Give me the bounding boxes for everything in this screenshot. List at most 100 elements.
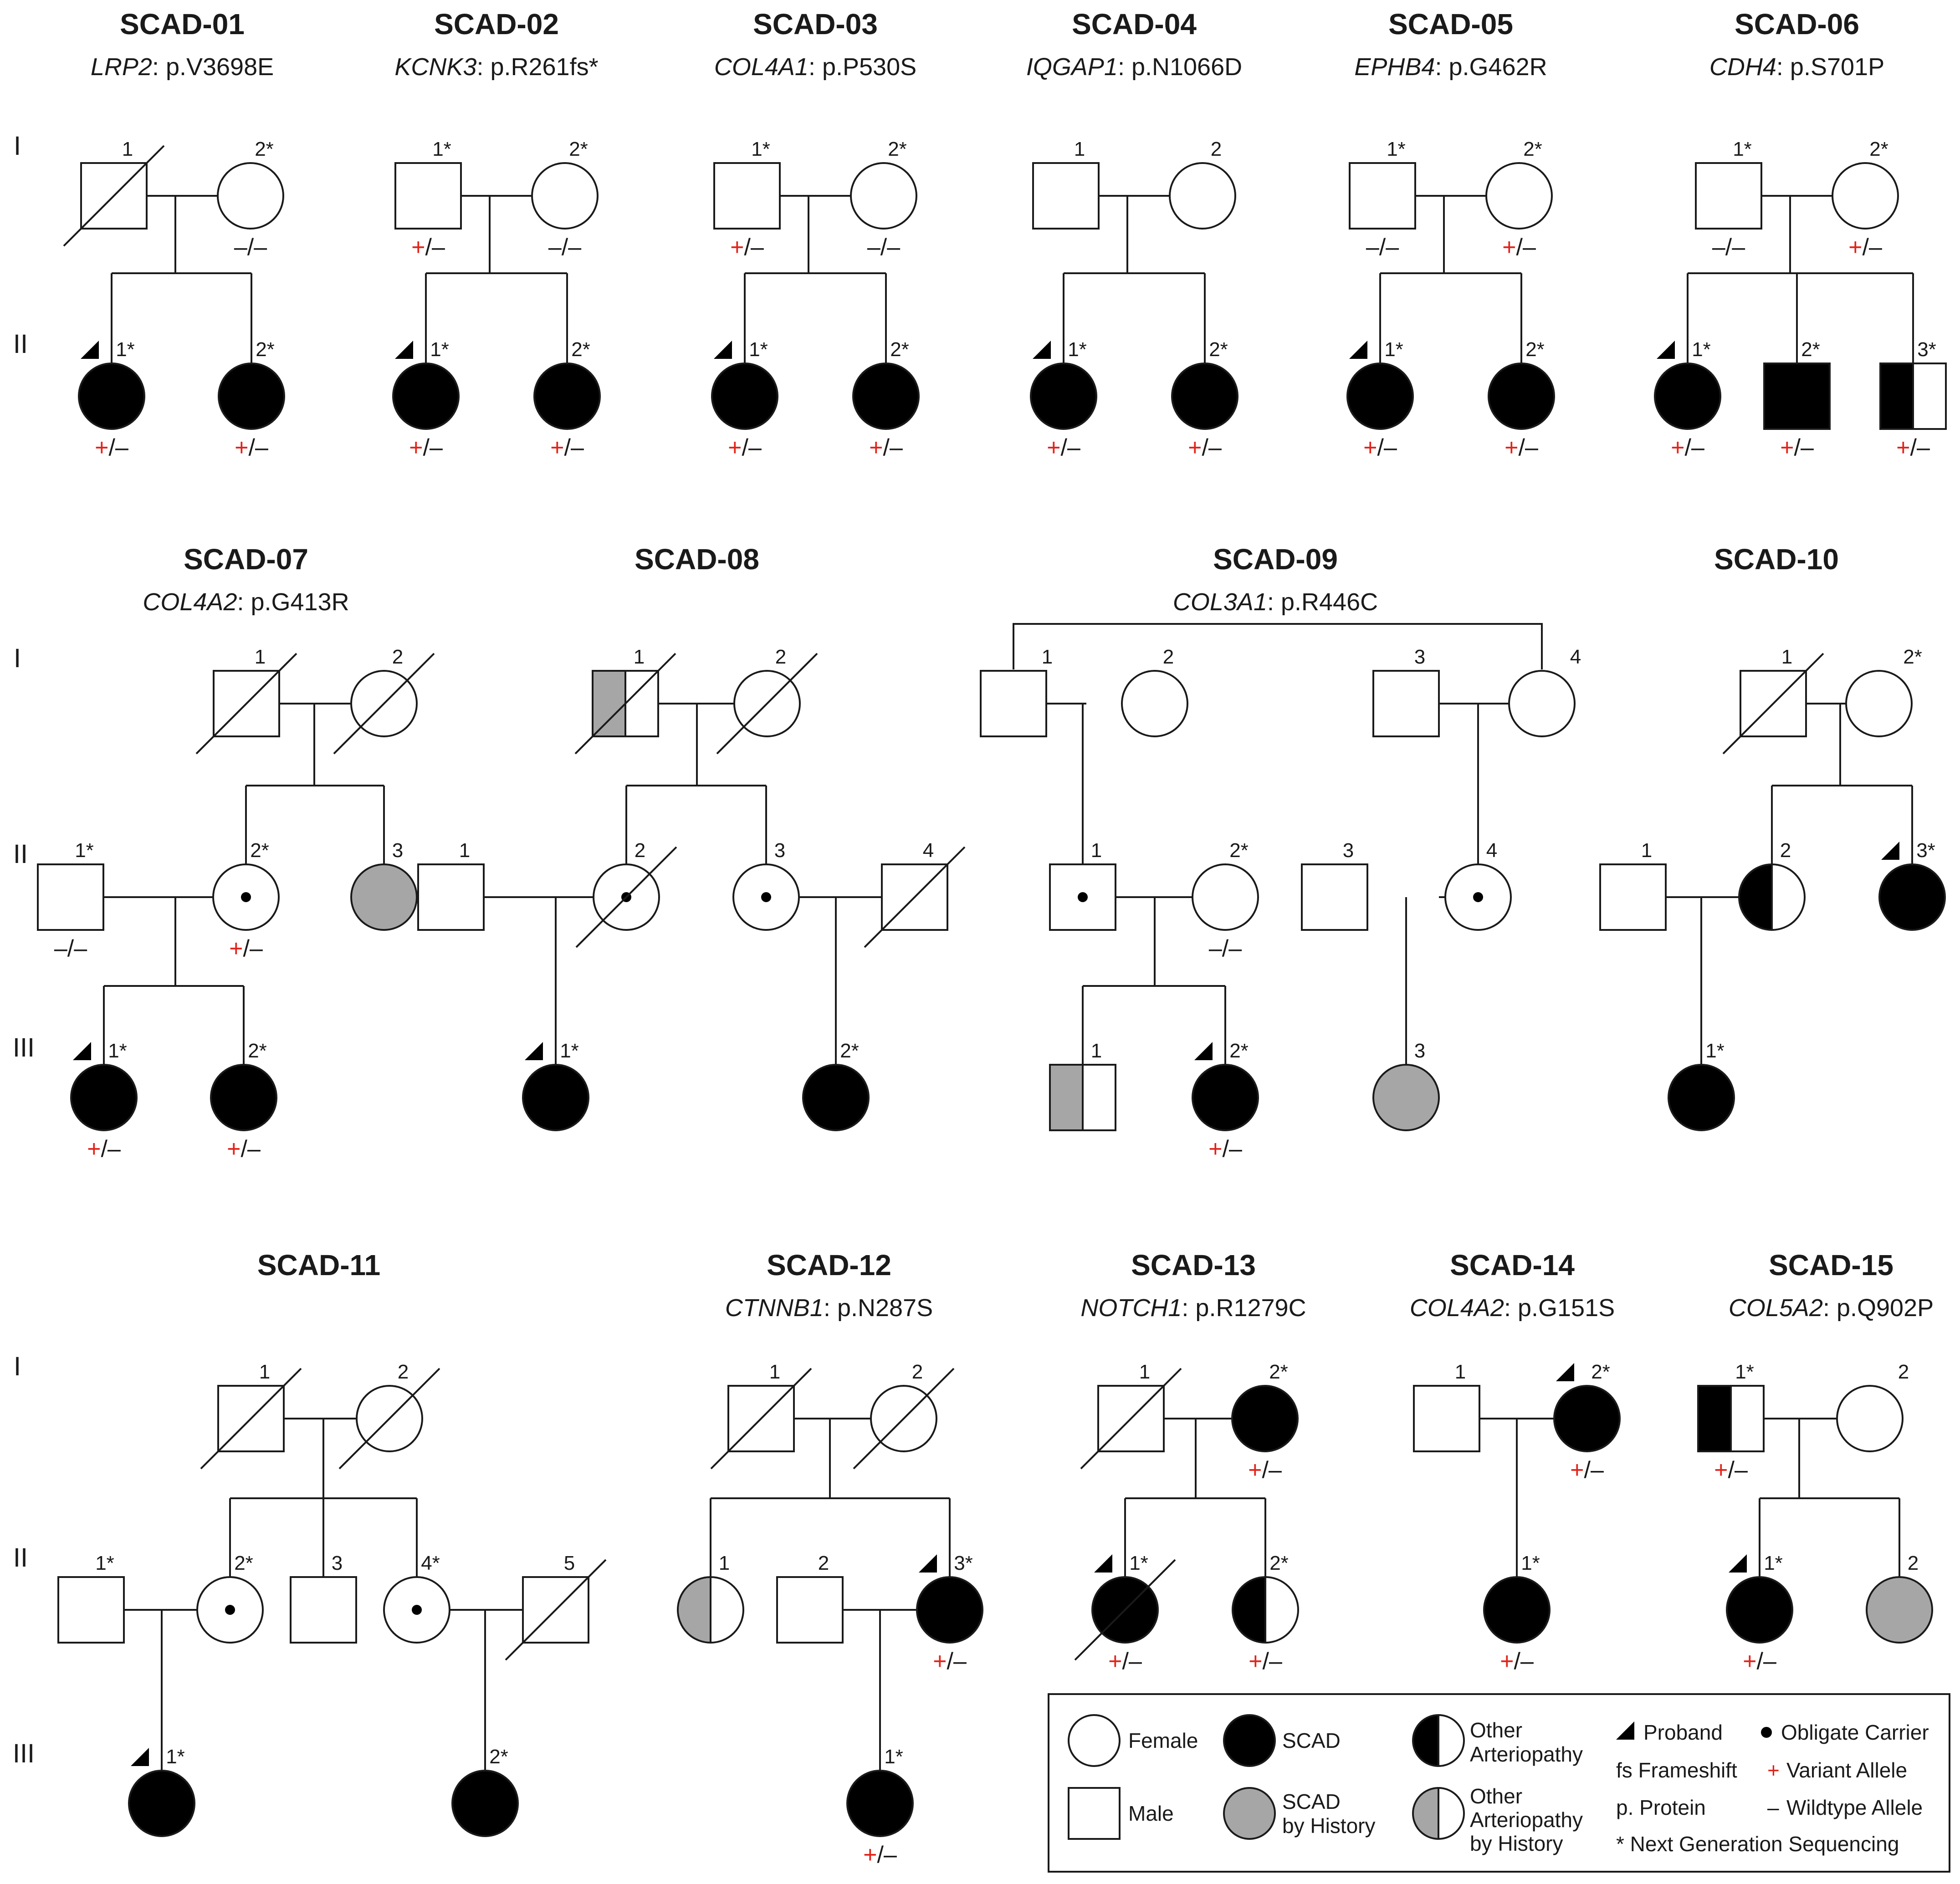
individual-M-1: [1599, 863, 1667, 931]
variant-label: CTNNB1: p.N287S: [725, 1294, 933, 1322]
deceased-slash: [710, 1368, 812, 1470]
legend-variant-allele: Variant Allele: [1786, 1758, 1907, 1782]
individual-number: 2*: [840, 1040, 859, 1062]
genotype-label: +/–: [1502, 234, 1536, 260]
individual-F-1*: [1074, 1554, 1176, 1661]
variant-label: COL3A1: p.R446C: [1173, 588, 1378, 616]
legend-scad: SCAD: [1282, 1729, 1341, 1752]
obligate-carrier-dot: [761, 892, 771, 902]
proband-legend-icon: [1616, 1721, 1634, 1740]
deceased-slash: [1074, 1559, 1176, 1661]
individual-M-1*: [1695, 162, 1762, 230]
variant-label: CDH4: p.S701P: [1709, 53, 1884, 81]
family-title: SCAD-04: [1072, 8, 1197, 41]
legend-frameshift: fs Frameshift: [1616, 1758, 1737, 1782]
individual-number: 2*: [569, 138, 588, 160]
individual-number: 1*: [432, 138, 451, 160]
individual-number: 2*: [888, 138, 907, 160]
individual-number: 2: [398, 1361, 409, 1383]
individual-number: 2*: [1229, 839, 1249, 862]
legend-other-arteriopathy-history: Arteriopathy: [1470, 1808, 1583, 1832]
individual-M-1: [1413, 1385, 1480, 1452]
individual-F-2: [853, 1368, 955, 1470]
proband-arrow: [131, 1748, 149, 1766]
variant-label: COL4A1: p.P530S: [714, 53, 916, 81]
individual-F-1*: [522, 1042, 589, 1131]
genotype-label: +/–: [87, 1136, 121, 1162]
obligate-carrier-dot: [1473, 892, 1483, 902]
deceased-slash: [63, 145, 165, 247]
generation-label-I: I: [14, 1352, 21, 1381]
obligate-carrier-dot: [412, 1605, 422, 1615]
individual-number: 2*: [1525, 338, 1545, 361]
proband-arrow: [1657, 341, 1675, 359]
individual-number: 1: [122, 138, 133, 160]
legend-male: Male: [1128, 1802, 1174, 1825]
individual-F-2*: [196, 1576, 264, 1644]
genotype-label: +/–: [1848, 234, 1882, 260]
individual-F-1*: [1346, 341, 1414, 430]
variant-label: COL4A2: p.G151S: [1410, 1294, 1615, 1322]
individual-F-2*: [1488, 363, 1555, 430]
individual-number: 3: [332, 1552, 343, 1574]
genotype-label: +/–: [95, 434, 128, 461]
individual-number: 1*: [430, 338, 449, 361]
individual-M-1: [195, 653, 297, 755]
individual-number: 4: [923, 839, 934, 862]
individual-F-3: [1372, 1064, 1440, 1131]
individual-number: 2: [635, 839, 645, 862]
proband-arrow: [395, 341, 413, 359]
individual-M-1: [1080, 1368, 1182, 1470]
genotype-label: +/–: [1108, 1648, 1142, 1675]
individual-F-1*: [392, 341, 460, 430]
individual-number: 1*: [749, 338, 768, 361]
deceased-slash: [200, 1368, 302, 1470]
legend-female: Female: [1128, 1729, 1198, 1752]
individual-F-3*: [916, 1554, 983, 1644]
individual-F-4: [1508, 670, 1576, 737]
individual-F-2: [333, 653, 435, 755]
proband-arrow: [73, 1042, 91, 1060]
legend-other-arteriopathy-history: Other: [1470, 1784, 1522, 1808]
genotype-label: –/–: [54, 935, 87, 962]
genotype-label: +/–: [1896, 434, 1930, 461]
individual-number: 2*: [1869, 138, 1888, 160]
individual-number: 2*: [1269, 1552, 1289, 1574]
individual-F-2*: [1192, 1042, 1259, 1131]
individual-F-1*: [1483, 1576, 1551, 1644]
deceased-slash: [1722, 653, 1824, 755]
individual-F-2*: [212, 863, 280, 931]
individual-M-3: [1301, 863, 1368, 931]
genotype-label: +/–: [1743, 1648, 1776, 1675]
scad-legend-icon: [1223, 1714, 1276, 1767]
individual-F-2: [1169, 162, 1236, 230]
legend-scad-history: SCAD: [1282, 1790, 1341, 1813]
variant-label: EPHB4: p.G462R: [1354, 53, 1547, 81]
proband-arrow: [1194, 1042, 1213, 1060]
deceased-slash: [338, 1368, 440, 1470]
individual-number: 2*: [234, 1552, 253, 1574]
family-title: SCAD-10: [1714, 543, 1839, 576]
individual-M-1: [1722, 653, 1824, 755]
individual-number: 1*: [1387, 138, 1406, 160]
individual-M-5: [505, 1559, 607, 1661]
individual-number: 1*: [116, 338, 135, 361]
individual-F-2: [575, 846, 677, 948]
individual-number: 4: [1486, 839, 1497, 862]
individual-M-1: [200, 1368, 302, 1470]
individual-F-1: [677, 1576, 744, 1644]
individual-F-2*: [850, 162, 917, 230]
individual-number: 3: [1414, 646, 1425, 668]
wildtype-legend-icon: –: [1767, 1796, 1779, 1819]
individual-number: 1*: [1129, 1552, 1148, 1574]
genotype-label: +/–: [1500, 1648, 1534, 1675]
genotype-label: +/–: [1208, 1136, 1242, 1162]
individual-number: 1: [719, 1552, 730, 1574]
individual-number: 1*: [75, 839, 94, 862]
variant-label: KCNK3: p.R261fs*: [394, 53, 598, 81]
deceased-slash: [195, 653, 297, 755]
obligate-carrier-dot: [1078, 892, 1088, 902]
individual-number: 2*: [890, 338, 909, 361]
proband-arrow: [525, 1042, 543, 1060]
individual-number: 1*: [1764, 1552, 1783, 1574]
